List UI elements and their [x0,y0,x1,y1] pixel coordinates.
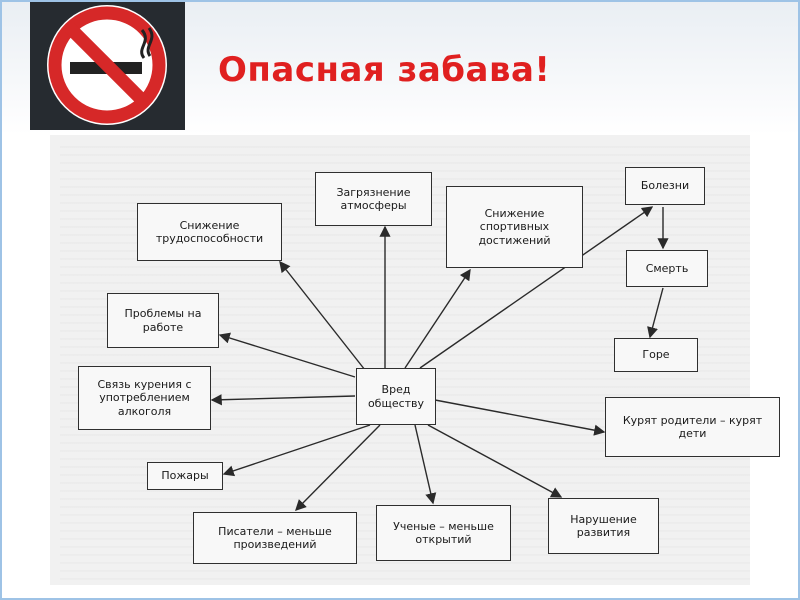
node-uchenye: Ученые – меньше открытий [376,505,511,561]
arrow-to-trudosposobnost [279,260,366,371]
node-narushenie-razvitiya: Нарушение развития [548,498,659,554]
arrow-to-alkogol [210,394,356,406]
node-snizhenie-sportivnyh-dostizheniy: Снижение спортивных достижений [446,186,583,268]
node-kuryat-roditeli: Курят родители – курят дети [605,397,780,457]
node-vred-obshchestvu: Вред обществу [356,368,436,425]
node-snizhenie-trudosposobnosti: Снижение трудоспособности [137,203,282,261]
arrow-to-uchenye [414,424,437,505]
arrow-to-sport [404,268,471,369]
node-bolezni: Болезни [625,167,705,205]
arrow-to-pozhary [222,424,371,477]
node-gore: Горе [614,338,698,372]
no-smoking-icon [30,0,185,130]
node-zagryaznenie-atmosfery: Загрязнение атмосферы [315,172,432,226]
slide-title: Опасная забава! [218,50,551,90]
node-pozhary: Пожары [147,462,223,490]
node-problemy-na-rabote: Проблемы на работе [107,293,219,348]
arrow-to-roditeli [434,399,606,436]
arrow-to-razvitie [427,424,563,498]
arrow-to-bolezni [419,206,654,369]
arrow-smert-gore [647,287,664,339]
node-svyaz-kureniya-s-alkogolem: Связь курения с употреблением алкоголя [78,366,211,430]
node-smert: Смерть [626,250,708,287]
node-pisateli: Писатели – меньше произведений [193,512,357,564]
arrow-to-rabota [218,332,356,378]
arrow-to-pisateli [295,424,381,511]
